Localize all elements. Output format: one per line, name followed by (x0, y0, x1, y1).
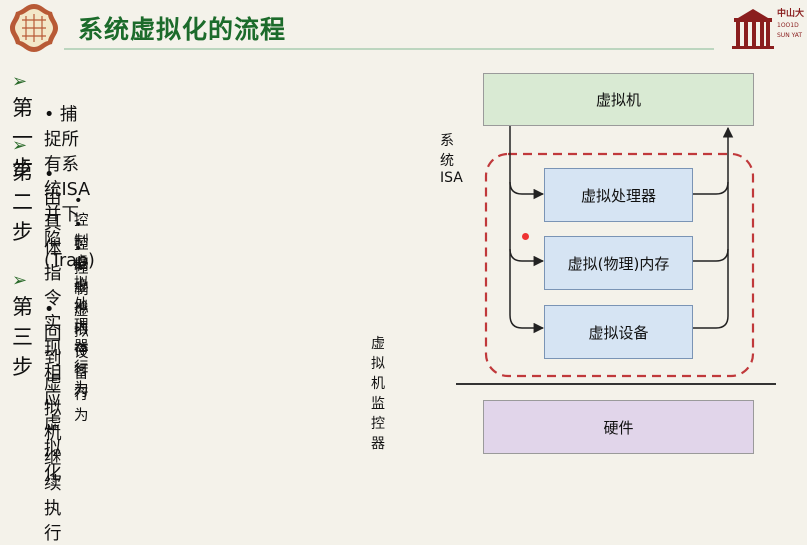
hardware-divider (456, 383, 776, 385)
step-1: ➢第一步 (12, 68, 33, 182)
hardware-label: 硬件 (603, 418, 634, 437)
step-2-item-1-label: 由具体指令实现相应虚拟化 (44, 189, 62, 484)
title-underline (64, 48, 714, 50)
step-3: ➢ 第三步 (12, 267, 33, 381)
title-bar: 系统虚拟化的流程 中山大 1OO1D SUN YAT (0, 0, 807, 56)
arrow-to-processor (509, 181, 545, 200)
step-2-subitem-1: • 控制虚拟处理器行为 (74, 193, 89, 397)
page-title: 系统虚拟化的流程 (78, 15, 287, 44)
return-from-device (693, 315, 729, 329)
step-2-subitem-1-label: 控制虚拟处理器行为 (74, 213, 89, 397)
hardware-box: 硬件 (483, 400, 754, 454)
step-1-item-1: • 捕捉所有系统ISA并下陷(Trap) (44, 105, 95, 271)
arrow-bullet-icon: ➢ (12, 135, 28, 156)
arrow-bullet-icon: ➢ (12, 71, 28, 92)
monitor-label: 虚拟机监控器 (371, 336, 385, 452)
university-name: 中山大 (777, 9, 805, 19)
step-2-item-1: • 由具体指令实现相应虚拟化 (44, 165, 62, 484)
university-english: SUN YAT (777, 32, 803, 39)
return-from-memory (693, 248, 729, 262)
return-from-processor (693, 181, 729, 195)
virtual-memory-label: 虚拟(物理)内存 (567, 254, 670, 273)
step-2-label: 第二步 (12, 160, 33, 244)
university-gate-icon (732, 9, 774, 49)
arrow-bullet-icon: ➢ (12, 270, 28, 291)
virtual-memory-box: 虚拟(物理)内存 (544, 236, 693, 290)
step-1-item-1-label: 捕捉所有系统ISA并下陷(Trap) (44, 105, 95, 271)
university-year: 1OO1D (777, 22, 799, 29)
arrow-to-memory (509, 248, 545, 267)
diagram-connectors (484, 126, 755, 378)
virtual-machine-box: 虚拟机 (483, 73, 754, 126)
virtual-processor-box: 虚拟处理器 (544, 168, 693, 222)
virtual-device-label: 虚拟设备 (588, 323, 649, 342)
arrow-to-device (509, 314, 545, 334)
pointer-dot (522, 233, 529, 240)
step-2-subitem-2-label: 控制虚拟内存行为 (74, 237, 89, 400)
virtual-processor-label: 虚拟处理器 (580, 186, 656, 205)
step-1-label: 第一步 (12, 96, 33, 180)
lattice-badge-icon (10, 4, 58, 52)
step-2-subitem-2: • 控制虚拟内存行为 (74, 217, 89, 400)
step-2: ➢ 第二步 (12, 132, 33, 246)
monitor-boundary (484, 152, 755, 378)
step-2-subitem-3: • 控制虚拟设备行为 (74, 241, 89, 424)
step-2-subitem-3-label: 控制虚拟设备行为 (74, 261, 89, 424)
step-3-label: 第三步 (12, 295, 33, 379)
virtual-device-box: 虚拟设备 (544, 305, 693, 359)
system-isa-label: 系统ISA (440, 133, 463, 186)
virtual-machine-label: 虚拟机 (595, 91, 641, 109)
